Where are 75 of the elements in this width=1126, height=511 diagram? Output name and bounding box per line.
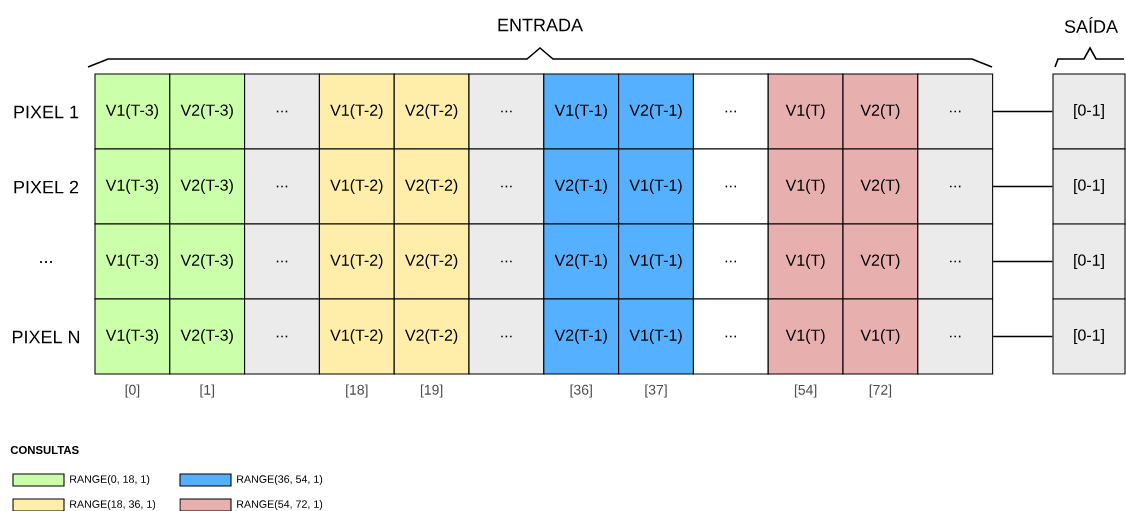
grid-cell: ...	[917, 148, 994, 225]
grid-cell: V2(T-2)	[393, 298, 470, 375]
index-label: [54]	[794, 384, 817, 398]
legend-text: RANGE(54, 72, 1)	[237, 500, 323, 510]
grid-cell: ...	[468, 148, 545, 225]
grid-cell: V2(T-3)	[169, 298, 246, 375]
index-label: [0]	[125, 384, 140, 398]
grid-cell: ...	[244, 73, 320, 150]
grid-cell: V1(T)	[767, 298, 844, 375]
legend-text: RANGE(36, 54, 1)	[237, 475, 323, 485]
output-cell: [0-1]	[1052, 298, 1126, 375]
grid-cell: V2(T)	[842, 148, 919, 225]
grid-cell: ...	[692, 73, 769, 150]
grid-cell: ...	[917, 223, 994, 300]
grid-cell: V2(T-1)	[543, 148, 620, 225]
grid-cell: V2(T)	[842, 223, 919, 300]
grid-cell: V1(T)	[767, 223, 844, 300]
grid-cell: V1(T-2)	[318, 223, 395, 300]
grid-cell: V1(T)	[842, 298, 919, 375]
grid-cell: V2(T-3)	[169, 73, 246, 150]
index-label: [1]	[200, 384, 214, 398]
output-cell: [0-1]	[1052, 73, 1126, 150]
grid-cell: V1(T-3)	[94, 298, 171, 375]
grid-cell: V1(T-2)	[318, 148, 395, 225]
grid-cell: ...	[468, 298, 545, 375]
connector-line	[992, 185, 1054, 188]
grid-cell: ...	[468, 223, 545, 300]
grid-cell: V1(T-1)	[618, 223, 694, 300]
grid-cell: V2(T)	[842, 73, 919, 150]
output-cell: [0-1]	[1052, 223, 1126, 300]
connector-line	[992, 335, 1054, 338]
grid-cell: V2(T-2)	[393, 148, 470, 225]
output-cell: [0-1]	[1052, 148, 1126, 225]
connector-line	[992, 110, 1054, 113]
legend-text: RANGE(18, 36, 1)	[70, 500, 156, 510]
index-label: [18]	[346, 384, 368, 398]
grid-cell: ...	[468, 73, 545, 150]
grid-cell: ...	[917, 73, 994, 150]
grid-cell: V2(T-3)	[169, 223, 246, 300]
grid-cell: ...	[692, 298, 769, 375]
grid-cell: V1(T)	[767, 148, 844, 225]
row-label: PIXEL 1	[14, 105, 79, 119]
row-label: PIXEL N	[13, 330, 80, 344]
grid-cell: V2(T-2)	[393, 223, 470, 300]
grid-cell: ...	[692, 223, 769, 300]
grid-cell: V2(T-1)	[543, 298, 620, 375]
row-label: ...	[40, 261, 52, 263]
grid-cell: ...	[244, 148, 320, 225]
grid-cell: V1(T-1)	[543, 73, 620, 150]
grid-cell: V2(T-1)	[618, 73, 694, 150]
section-heading: ENTRADA	[498, 18, 583, 32]
connector-line	[992, 260, 1054, 263]
index-label: [36]	[570, 384, 592, 398]
grid-cell: V2(T-2)	[393, 73, 470, 150]
grid-cell: V2(T-1)	[543, 223, 620, 300]
grid-cell: V1(T-3)	[94, 148, 171, 225]
legend-heading: CONSULTAS	[10, 446, 79, 454]
index-label: [37]	[645, 384, 667, 398]
grid-cell: V1(T-2)	[318, 298, 395, 375]
grid-cell: ...	[244, 223, 320, 300]
grid-cell: ...	[692, 148, 769, 225]
row-label: PIXEL 2	[14, 180, 79, 194]
index-label: [72]	[869, 384, 892, 398]
grid-cell: ...	[917, 298, 994, 375]
legend-text: RANGE(0, 18, 1)	[70, 475, 150, 485]
grid-cell: V1(T-3)	[94, 73, 171, 150]
grid-cell: V1(T-1)	[618, 298, 694, 375]
grid-cell: V2(T-3)	[169, 148, 246, 225]
section-heading: SAÍDA	[1064, 17, 1118, 33]
grid-cell: V1(T-2)	[318, 73, 395, 150]
index-label: [19]	[420, 384, 443, 398]
grid-cell: ...	[244, 298, 320, 375]
grid-cell: V1(T-1)	[618, 148, 694, 225]
grid-cell: V1(T-3)	[94, 223, 171, 300]
grid-cell: V1(T)	[767, 73, 844, 150]
